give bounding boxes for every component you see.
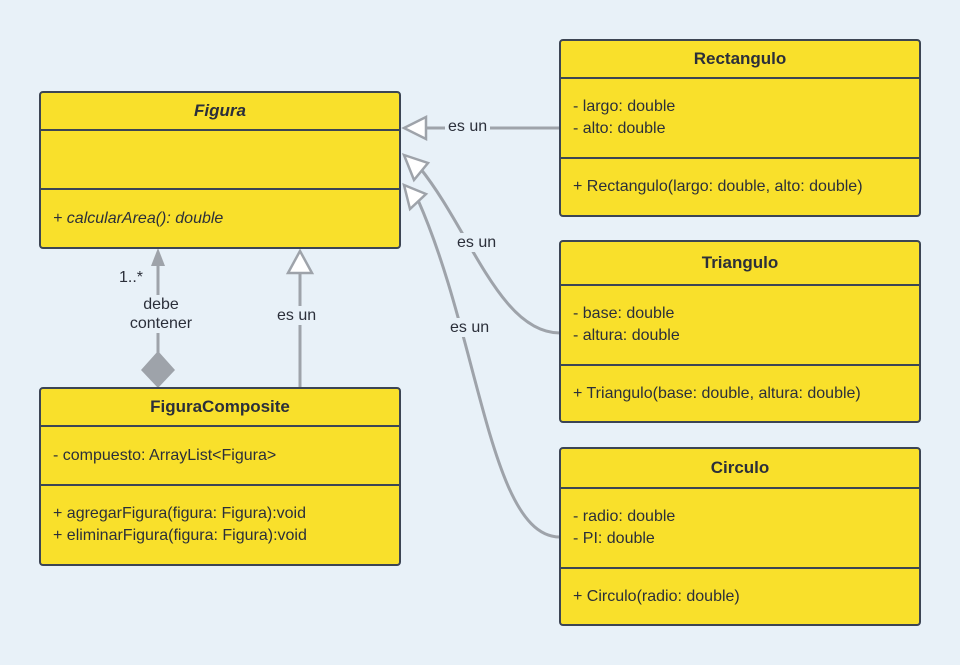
- class-circulo[interactable]: Circulo - radio: double - PI: double + C…: [559, 447, 921, 626]
- circulo-relation-label: es un: [447, 318, 493, 337]
- class-triangulo-method: + Triangulo(base: double, altura: double…: [573, 384, 861, 402]
- class-figuracomposite-attribute: - compuesto: ArrayList<Figura>: [53, 446, 277, 464]
- composite-relation-label: es un: [274, 306, 320, 325]
- class-circulo-methods: + Circulo(radio: double): [561, 569, 919, 624]
- class-figuracomposite-name: FiguraComposite: [41, 389, 399, 427]
- class-figura-methods: + calcularArea(): double: [41, 190, 399, 247]
- class-figura[interactable]: Figura + calcularArea(): double: [39, 91, 401, 249]
- class-rectangulo[interactable]: Rectangulo - largo: double - alto: doubl…: [559, 39, 921, 217]
- class-figuracomposite[interactable]: FiguraComposite - compuesto: ArrayList<F…: [39, 387, 401, 566]
- aggregation-label: debe contener: [120, 295, 202, 333]
- class-rectangulo-name: Rectangulo: [561, 41, 919, 79]
- triangulo-relation-label: es un: [454, 233, 500, 252]
- triangulo-generalization-line[interactable]: [418, 167, 561, 335]
- class-circulo-attribute: - radio: double: [573, 508, 676, 525]
- class-circulo-attributes: - radio: double - PI: double: [561, 489, 919, 569]
- class-circulo-attribute: - PI: double: [573, 530, 655, 547]
- class-triangulo[interactable]: Triangulo - base: double - altura: doubl…: [559, 240, 921, 423]
- multiplicity-label: 1..*: [116, 268, 147, 287]
- aggregation-label-line1: debe: [143, 296, 179, 313]
- composition-diamond: [141, 351, 175, 388]
- class-rectangulo-attribute: - largo: double: [573, 98, 676, 115]
- class-circulo-name: Circulo: [561, 449, 919, 489]
- class-figuracomposite-attributes: - compuesto: ArrayList<Figura>: [41, 427, 399, 486]
- class-triangulo-attribute: - base: double: [573, 305, 675, 322]
- class-rectangulo-methods: + Rectangulo(largo: double, alto: double…: [561, 159, 919, 215]
- class-triangulo-methods: + Triangulo(base: double, altura: double…: [561, 366, 919, 421]
- class-figuracomposite-methods: + agregarFigura(figura: Figura):void + e…: [41, 486, 399, 564]
- class-figuracomposite-method: + agregarFigura(figura: Figura):void: [53, 505, 307, 522]
- class-figura-attributes: [41, 131, 399, 190]
- class-rectangulo-attributes: - largo: double - alto: double: [561, 79, 919, 159]
- class-figura-name: Figura: [41, 93, 399, 131]
- class-rectangulo-method: + Rectangulo(largo: double, alto: double…: [573, 178, 863, 195]
- aggregation-arrowhead: [151, 248, 165, 266]
- composite-generalization-arrowhead: [285, 248, 315, 275]
- class-rectangulo-attribute: - alto: double: [573, 120, 666, 137]
- circulo-generalization-line[interactable]: [416, 199, 561, 539]
- class-figuracomposite-method: + eliminarFigura(figura: Figura):void: [53, 527, 307, 544]
- class-triangulo-attributes: - base: double - altura: double: [561, 286, 919, 366]
- circulo-generalization-arrowhead: [402, 182, 429, 212]
- class-triangulo-name: Triangulo: [561, 242, 919, 286]
- class-triangulo-attribute: - altura: double: [573, 327, 680, 344]
- rectangulo-relation-label: es un: [445, 117, 491, 136]
- triangulo-generalization-arrowhead: [401, 152, 431, 183]
- aggregation-label-line2: contener: [129, 315, 193, 332]
- class-figura-method: + calcularArea(): double: [53, 209, 224, 227]
- rectangulo-generalization-arrowhead: [401, 114, 428, 142]
- class-circulo-method: + Circulo(radio: double): [573, 587, 740, 605]
